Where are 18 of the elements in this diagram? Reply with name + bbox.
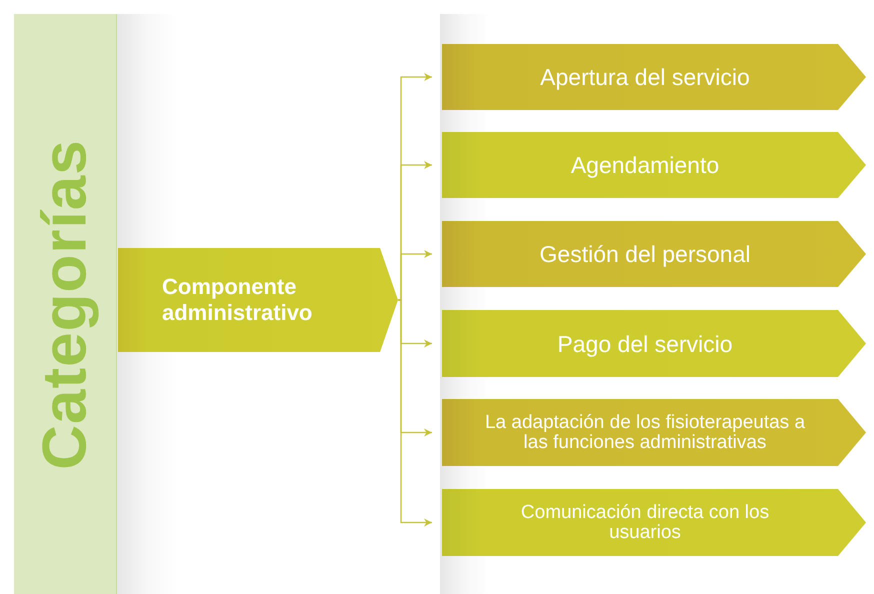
node-label: La adaptación de los fisioterapeutas a las funciones administrativas — [484, 412, 806, 452]
item-banner — [442, 310, 866, 377]
item-banner — [442, 132, 866, 198]
node-label: Agendamiento — [570, 152, 720, 178]
category-heading: Categorías — [30, 138, 100, 470]
node-label: Gestión del personal — [540, 241, 750, 267]
node-label: Comunicación directa con los usuarios — [520, 502, 770, 542]
node-label: Apertura del servicio — [540, 64, 750, 90]
node-label: Componente administrativo — [162, 274, 314, 326]
item-banner — [442, 44, 866, 110]
heading-banner — [118, 248, 398, 352]
arrow — [398, 299, 432, 526]
item-banner — [442, 221, 866, 287]
category-band — [14, 14, 117, 594]
arrow — [398, 250, 432, 301]
item-banner — [442, 399, 866, 466]
node-label: Pago del servicio — [557, 330, 733, 356]
item-banner — [442, 489, 866, 556]
